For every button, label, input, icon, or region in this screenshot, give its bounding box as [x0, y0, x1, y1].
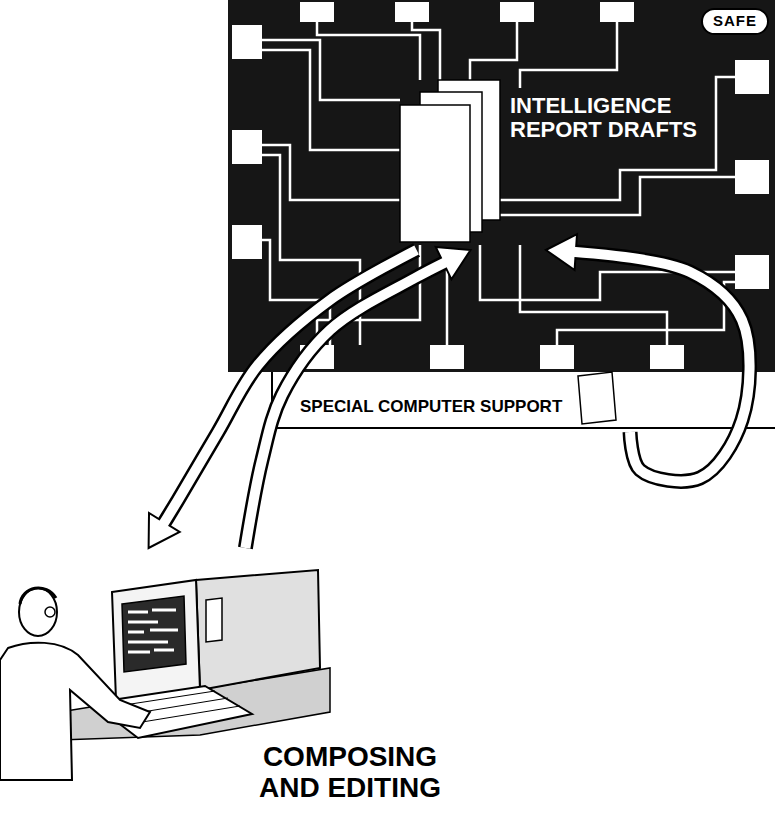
- screen-lines: [128, 610, 178, 652]
- disk-slot: [206, 598, 222, 642]
- workstation: COMPOSING AND EDITING: [8, 548, 469, 818]
- operator-head: [19, 588, 57, 636]
- document-sheet: [578, 372, 616, 424]
- terminal-front: [112, 580, 200, 700]
- arrow-band: [546, 250, 750, 481]
- workstation-label: COMPOSING AND EDITING: [235, 742, 465, 804]
- support-region: SPECIAL COMPUTER SUPPORT SAFE INTELLIGENCE…: [228, 0, 775, 432]
- region-label: SPECIAL COMPUTER SUPPORT: [300, 398, 580, 417]
- bracket-line: [272, 372, 775, 428]
- logo-badge: SAFE: [701, 8, 769, 35]
- arrow-outline: [546, 250, 750, 481]
- operator-glasses: [45, 607, 55, 617]
- operator-body: [0, 643, 150, 780]
- document-stack: INTELLIGENCE REPORT DRAFTS: [398, 78, 708, 250]
- document-label: INTELLIGENCE REPORT DRAFTS: [506, 92, 704, 144]
- document-sheet: [400, 105, 470, 242]
- arrow-head: [546, 234, 577, 270]
- terminal-screen: [122, 596, 186, 672]
- terminal-side: [196, 570, 320, 690]
- flow-arrow: [546, 234, 750, 481]
- logo-text: SAFE: [713, 13, 757, 30]
- operator-hair: [20, 588, 56, 604]
